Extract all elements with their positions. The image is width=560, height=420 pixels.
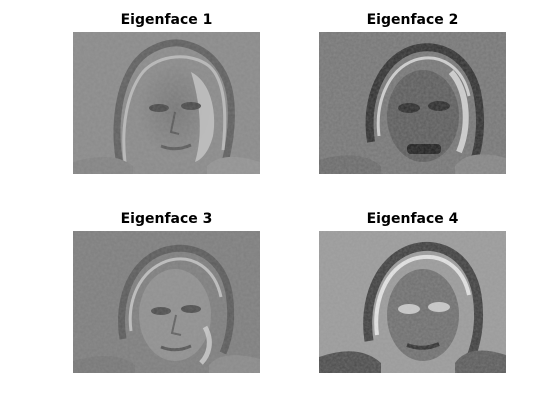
noise-overlay: [319, 32, 506, 174]
eigenface-image-3: [73, 231, 260, 373]
panel-title-1: Eigenface 1: [120, 12, 213, 28]
panel-title-3: Eigenface 3: [120, 211, 213, 227]
noise-overlay: [319, 231, 506, 373]
panel-title-4: Eigenface 4: [366, 211, 459, 227]
eigenface-image-2: [319, 32, 506, 174]
noise-overlay: [73, 32, 260, 174]
eigenface-image-1: [73, 32, 260, 174]
panel-title-2: Eigenface 2: [366, 12, 459, 28]
eigenface-image-4: [319, 231, 506, 373]
noise-overlay: [73, 231, 260, 373]
